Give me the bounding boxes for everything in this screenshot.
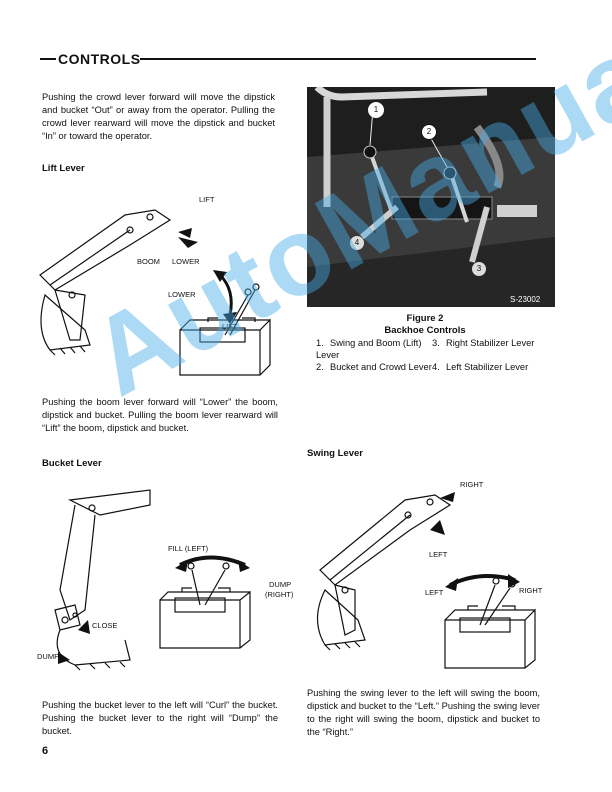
legend-item-2: 2. Bucket and Crowd Lever <box>316 361 436 373</box>
dump-right-label: DUMP <box>269 580 292 589</box>
figure-subtitle: Backhoe Controls <box>384 325 466 336</box>
callout-1: 1 <box>368 102 384 118</box>
page-number: 6 <box>42 745 49 757</box>
lower-label: LOWER <box>168 290 196 299</box>
swing-lever-paragraph: Pushing the swing lever to the left will… <box>307 688 540 737</box>
right-label: RIGHT <box>519 586 543 595</box>
boom-label: BOOM <box>137 257 160 266</box>
backhoe-controls-photo <box>307 87 555 307</box>
lower-arrow-label: LOWER <box>172 257 200 266</box>
lift-lever-heading: Lift Lever <box>42 163 85 174</box>
fill-left-label: FILL (LEFT) <box>168 544 209 553</box>
crowd-lever-paragraph: Pushing the crowd lever forward will mov… <box>42 92 275 141</box>
legend-num-1: 1. <box>316 338 324 348</box>
callout-3: 3 <box>472 262 486 276</box>
bucket-lever-heading: Bucket Lever <box>42 458 102 469</box>
page-title: CONTROLS <box>58 51 141 67</box>
close-label: CLOSE <box>92 621 118 630</box>
photo-illustration <box>307 87 555 307</box>
right-top-label: RIGHT <box>460 480 484 489</box>
legend-text-4: Left Stabilizer Lever <box>446 362 529 372</box>
dump-label: DUMP <box>37 652 60 661</box>
legend-num-2: 2. <box>316 362 324 372</box>
callout-2: 2 <box>421 124 437 140</box>
legend-text-1: Swing and Boom (Lift) Lever <box>316 338 422 360</box>
header-rule-left <box>40 58 56 60</box>
legend-item-1: 1.Swing and Boom (Lift) Lever <box>316 337 436 361</box>
lift-lever-paragraph: Pushing the boom lever forward will “Low… <box>42 397 278 433</box>
lift-arrow-label: LIFT <box>199 195 215 204</box>
header-rule-right <box>140 58 536 60</box>
figure-title: Figure 2 <box>406 313 444 324</box>
legend-num-4: 4. <box>432 362 440 372</box>
legend-text-2: Bucket and Crowd Lever <box>330 362 432 372</box>
figure-code: S-23002 <box>510 295 541 304</box>
dump-right-sub-label: (RIGHT) <box>265 590 294 599</box>
left-label: LEFT <box>425 588 444 597</box>
legend-num-3: 3. <box>432 338 440 348</box>
swing-lever-diagram <box>316 492 536 669</box>
legend-item-3: 3. Right Stabilizer Lever <box>432 337 542 349</box>
swing-lever-heading: Swing Lever <box>307 448 363 459</box>
lift-label: LIFT <box>222 322 238 331</box>
left-arrow-label: LEFT <box>429 550 448 559</box>
bucket-lever-diagram <box>54 489 251 671</box>
legend-item-4: 4. Left Stabilizer Lever <box>432 361 562 373</box>
callout-4: 4 <box>350 236 364 250</box>
lift-lever-diagram <box>39 209 271 376</box>
legend-text-3: Right Stabilizer Lever <box>446 338 535 348</box>
bucket-lever-paragraph: Pushing the bucket lever to the left wil… <box>42 700 278 736</box>
